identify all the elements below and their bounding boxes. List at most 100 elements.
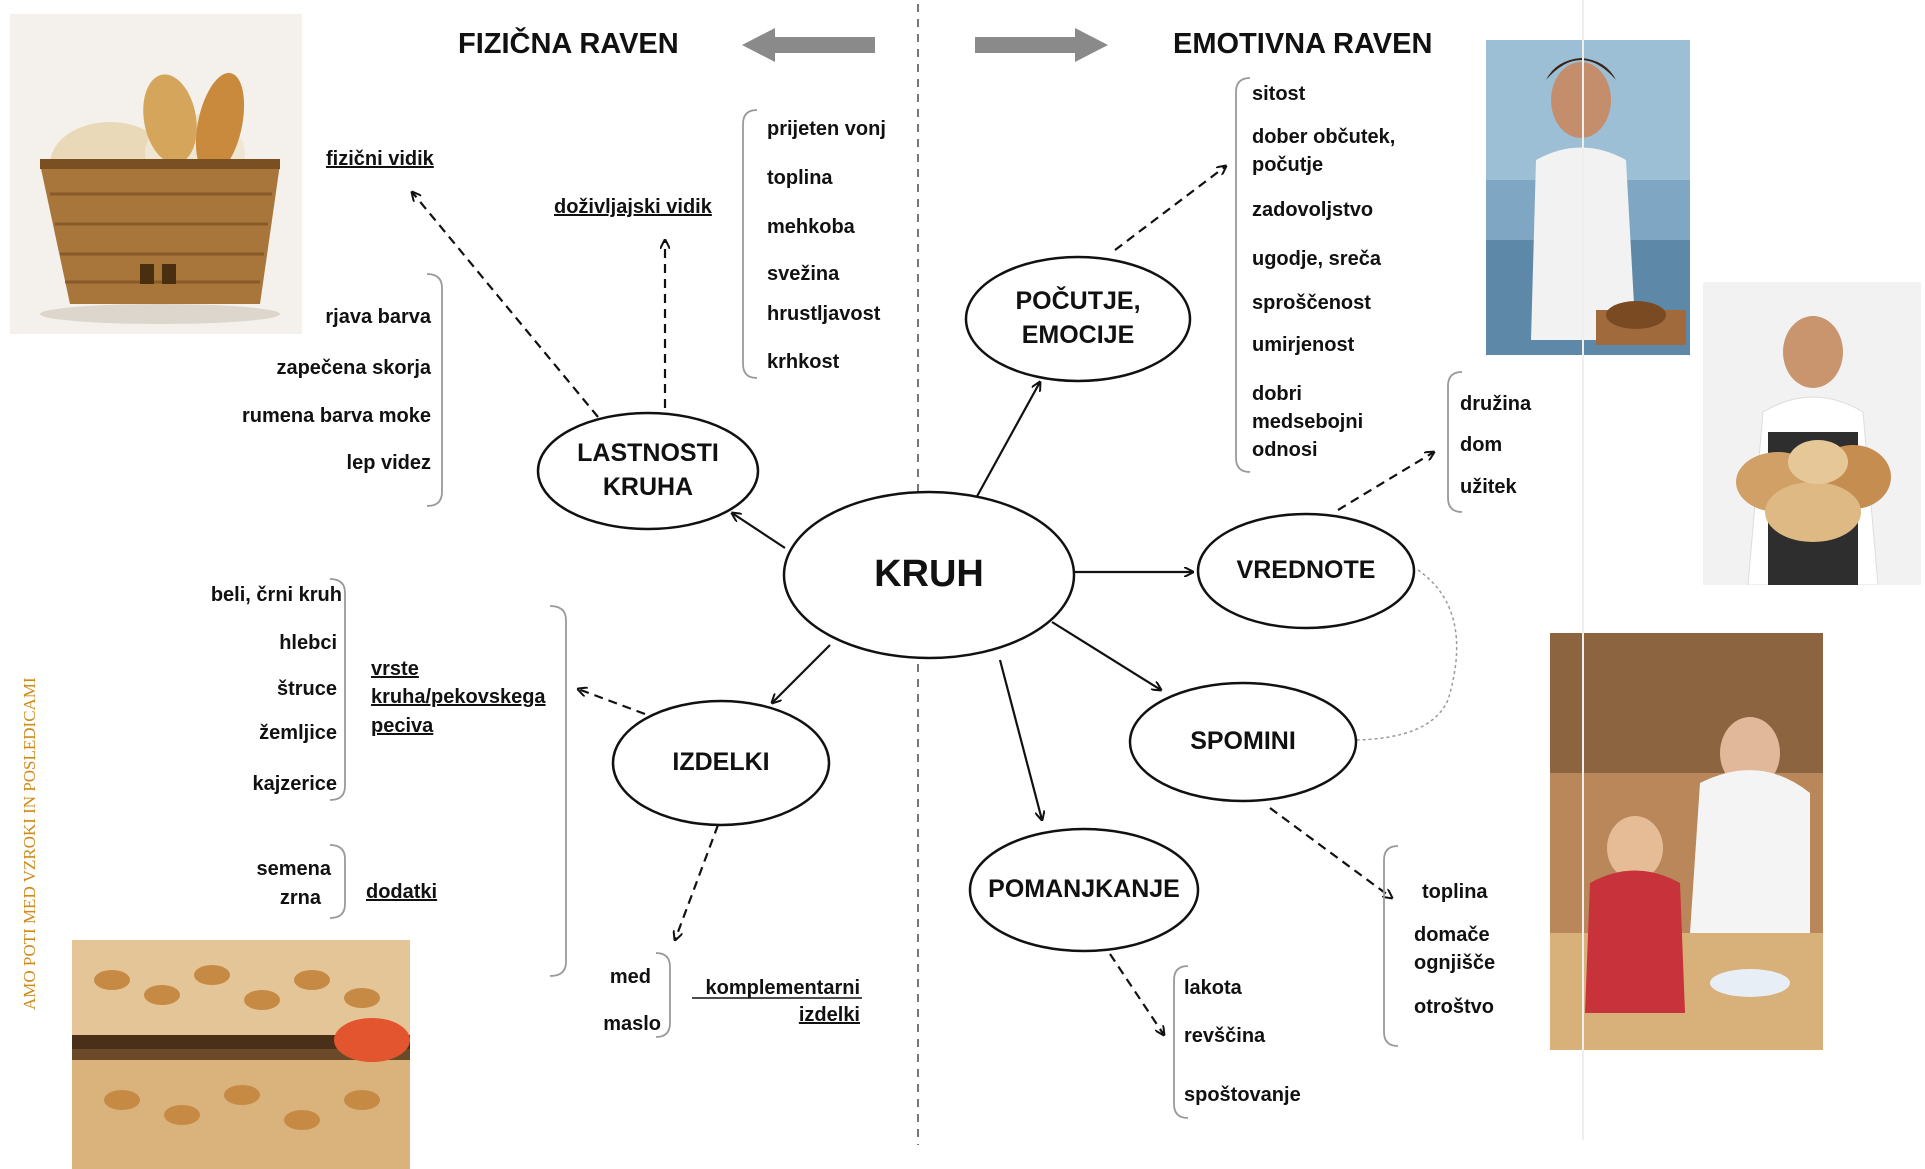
ellipse-vrednote [1196,512,1416,630]
header-fizicna-raven: FIZIČNA RAVEN [458,28,679,60]
arrow-to-komplementarni [675,824,720,940]
list-item: sproščenost [1252,292,1371,314]
list-item: hrustljavost [767,303,881,325]
bakery-display-photo [72,940,410,1169]
list-item: lakota [1184,977,1242,999]
list-item: otroštvo [1414,996,1494,1018]
list-item: maslo [603,1013,661,1035]
list-item: prijeten vonj [767,118,886,140]
bracket-dodatki [329,844,346,919]
list-item: družina [1460,393,1532,415]
ellipse-lastnosti [536,411,760,531]
arrow-to-spomini-list [1269,807,1392,898]
bracket-fizicni [426,273,443,507]
list-item: lep videz [346,452,431,474]
list-item: semena [256,858,332,880]
list-item: spoštovanje [1184,1084,1301,1106]
list-item: beli, črni kruh [210,584,342,606]
node-izdelki-label: IZDELKI [672,748,770,777]
list-item: domače ognjišče [1414,921,1495,977]
ellipse-pomanjkanje [968,827,1200,953]
list-item: mehkoba [767,216,855,238]
list-item-line: dober občutek, [1252,126,1396,148]
arrow-to-fizicni-vidik [412,192,599,418]
label-komplementarni-izdelki: komplementarni izdelki [692,975,860,1029]
label-vrste-line2: kruha/pekovskega [371,686,546,709]
list-item: žemljice [259,722,337,744]
node-kruh: KRUH [784,492,1074,658]
ellipse-spomini [1128,681,1358,803]
label-dozivljajski-vidik: doživljajski vidik [554,196,712,218]
baker-holding-bread-photo [1703,282,1921,585]
node-pomanjkanje: POMANJKANJE [970,829,1198,951]
list-item: dom [1460,434,1503,456]
label-komplementarni-line1: komplementarni [705,977,860,999]
woman-cutting-bread-photo [1486,40,1690,355]
list-item: užitek [1460,476,1517,498]
list-item-line: odnosi [1252,439,1318,461]
bracket-vrednote [1447,371,1463,513]
node-pocutje-emocije: POČUTJE, EMOCIJE [966,257,1190,381]
list-item-line: počutje [1252,154,1324,176]
arrow-to-pocutje-list [1114,166,1226,251]
list-item: svežina [767,263,840,285]
node-lastnosti-line2: KRUHA [602,473,694,501]
node-spomini: SPOMINI [1130,683,1356,801]
list-item: med [609,966,651,988]
label-dodatki: dodatki [366,881,438,903]
ellipse-kruh [782,490,1076,660]
list-item: hlebci [279,632,337,654]
list-item: zrna [279,887,321,909]
header-emotivna-raven: EMOTIVNA RAVEN [1173,28,1433,60]
node-spomini-label: SPOMINI [1190,727,1296,756]
bracket-pomanjkanje [1173,965,1189,1119]
list-item: rjava barva [325,306,431,328]
list-item: zadovoljstvo [1252,199,1374,221]
vrednote-spomini-link [1349,569,1458,741]
list-item: toplina [767,167,833,189]
arrow-to-vrste [578,689,646,716]
list-item: sitost [1252,83,1306,105]
list-item: ugodje, sreča [1252,248,1381,270]
arrow-to-pomanjkanje-list [1109,953,1164,1035]
list-item: zapečena skorja [276,357,431,379]
list-item-line: medsebojni [1252,411,1364,433]
bracket-vrste-big [549,605,567,977]
node-pomanjkanje-label: POMANJKANJE [988,875,1180,904]
node-lastnosti-line1: LASTNOSTI [577,439,719,468]
bracket-vrste [329,578,346,801]
list-item-line: dobri [1252,383,1302,405]
arrow-to-pocutje [974,382,1040,501]
arrow-to-spomini [1051,621,1161,690]
right-header-arrow [975,28,1108,62]
list-item: revščina [1184,1025,1266,1047]
label-vrste-line1: vrste [371,658,419,680]
ellipse-pocutje [964,255,1192,383]
side-caption: AMO POTI MED VZROKI IN POSLEDICAMI [16,650,42,1010]
arrow-to-lastnosti [732,513,786,549]
node-izdelki: IZDELKI [613,701,829,825]
bracket-komplementarni [655,952,671,1038]
arrow-to-izdelki [772,644,831,703]
arrow-to-pomanjkanje [998,659,1042,820]
left-header-arrow [742,28,875,62]
node-pocutje-line2: EMOCIJE [1021,321,1135,349]
list-item-line: domače [1414,924,1490,946]
label-fizicni-vidik: fizični vidik [326,148,434,170]
list-item: dober občutek, počutje [1252,123,1395,179]
list-item: kajzerice [252,773,337,795]
list-item-line: ognjišče [1414,952,1496,974]
node-lastnosti-kruha: LASTNOSTI KRUHA [538,413,758,529]
node-vrednote-label: VREDNOTE [1236,556,1376,585]
list-item: rumena barva moke [242,405,431,427]
list-item: štruce [276,678,337,700]
mother-and-child-photo [1550,633,1823,1050]
bracket-spomini [1383,845,1399,1047]
list-item: krhkost [767,351,840,373]
bracket-pocutje [1235,77,1251,473]
side-caption-text: AMO POTI MED VZROKI IN POSLEDICAMI [20,677,39,1010]
node-kruh-label: KRUH [874,553,984,596]
node-pocutje-line1: POČUTJE, [1015,287,1141,316]
